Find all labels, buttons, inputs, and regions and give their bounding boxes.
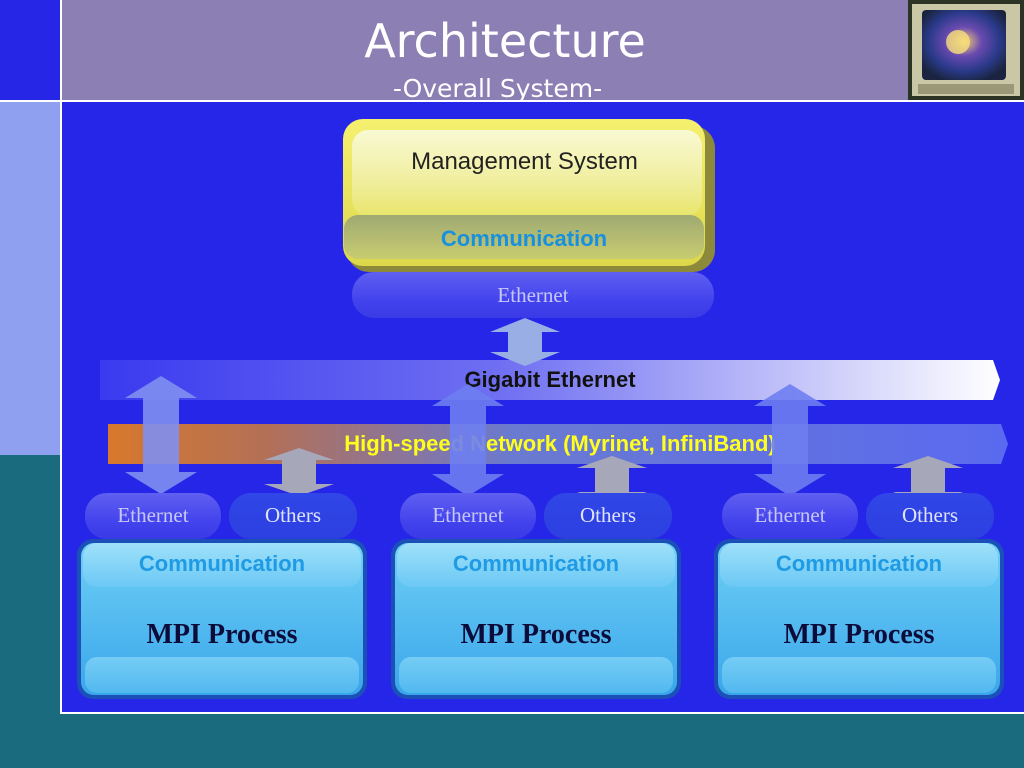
node2-mpi-process-box: Communication MPI Process bbox=[391, 539, 681, 699]
node2-mpi-process-label: MPI Process bbox=[460, 619, 612, 650]
node3-others-interface: Others bbox=[866, 493, 994, 539]
node1-communication-layer bbox=[83, 543, 361, 587]
management-label: Management System bbox=[411, 148, 638, 175]
node3-mpi-process-box: Communication MPI Process bbox=[714, 539, 1004, 699]
node2-process-highlight bbox=[399, 657, 673, 693]
management-box-highlight bbox=[352, 130, 702, 216]
left-strip-top bbox=[0, 0, 60, 100]
node3-process-highlight bbox=[722, 657, 996, 693]
title-divider bbox=[0, 100, 1024, 102]
node1-mpi-process-label: MPI Process bbox=[146, 619, 298, 650]
node3-communication-layer bbox=[720, 543, 998, 587]
slide-subtitle: -Overall System- bbox=[392, 74, 603, 103]
node2-others-double-arrow-icon bbox=[577, 456, 647, 504]
left-strip-middle bbox=[0, 100, 60, 455]
node3-others-double-arrow-icon bbox=[893, 456, 963, 504]
gigabit-ethernet-label: Gigabit Ethernet bbox=[464, 367, 636, 392]
left-strip-bottom bbox=[0, 455, 60, 768]
node2-ethernet-double-arrow-icon bbox=[432, 384, 504, 496]
node1-communication-label: Communication bbox=[138, 551, 306, 576]
node1-others-interface: Others bbox=[229, 493, 357, 539]
node3-ethernet-interface: Ethernet bbox=[722, 493, 858, 539]
title-band bbox=[60, 0, 908, 100]
vertical-divider bbox=[60, 0, 62, 714]
node3-ethernet-double-arrow-icon bbox=[754, 384, 826, 496]
node2-others-interface: Others bbox=[544, 493, 672, 539]
management-communication-layer bbox=[344, 215, 704, 259]
high-speed-network-label: High-speed Network (Myrinet, InfiniBand) bbox=[344, 431, 776, 456]
node2-ethernet-interface: Ethernet bbox=[400, 493, 536, 539]
management-communication-label: Communication bbox=[440, 226, 608, 251]
slide-title: Architecture bbox=[364, 14, 646, 68]
node1-mpi-process-box: Communication MPI Process bbox=[77, 539, 367, 699]
node2-communication-layer bbox=[397, 543, 675, 587]
node1-process-highlight bbox=[85, 657, 359, 693]
node1-ethernet-interface: Ethernet bbox=[85, 493, 221, 539]
gigabit-ethernet-band bbox=[100, 360, 1000, 400]
management-ethernet-double-arrow-icon bbox=[490, 318, 560, 366]
node3-mpi-process-label: MPI Process bbox=[783, 619, 935, 650]
computer-monitor-image bbox=[908, 0, 1024, 100]
management-ethernet-interface: Ethernet bbox=[352, 272, 714, 318]
node1-others-double-arrow-icon bbox=[264, 448, 334, 496]
node2-communication-label: Communication bbox=[452, 551, 620, 576]
bottom-divider bbox=[60, 712, 1024, 714]
node1-ethernet-double-arrow-icon bbox=[125, 376, 197, 494]
node3-communication-label: Communication bbox=[775, 551, 943, 576]
